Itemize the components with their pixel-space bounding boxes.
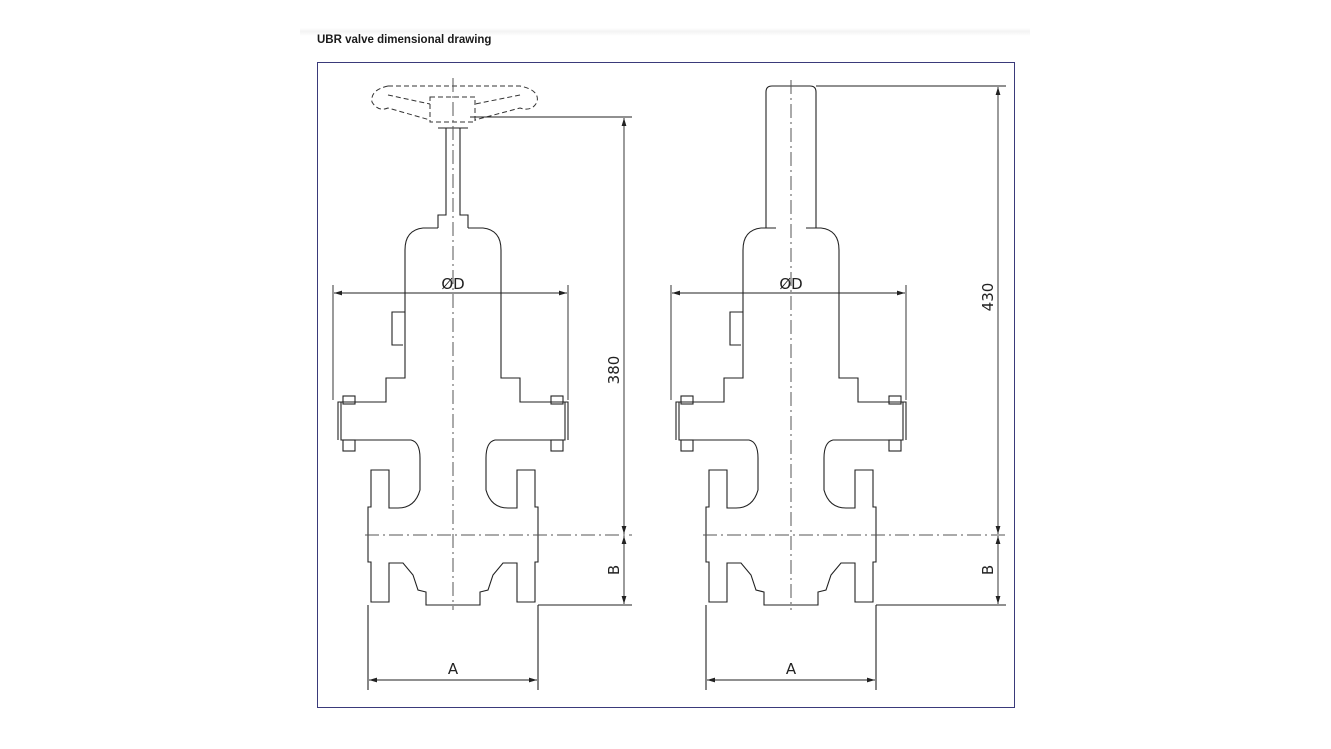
left-width-label: A [448,660,459,678]
left-valve-view: ØD A 380 B [332,78,632,691]
right-diameter-label: ØD [779,275,802,293]
right-valve-view: ØD A 430 B [670,80,1006,691]
drawing-title: UBR valve dimensional drawing [317,34,492,46]
right-base-label: B [979,565,997,575]
left-height-label: 380 [605,356,623,385]
right-width-label: A [786,660,797,678]
drawing-frame [317,62,1015,708]
left-base-label: B [605,565,623,575]
left-diameter-label: ØD [441,275,464,293]
right-height-label: 430 [979,283,997,312]
top-bar [300,28,1030,36]
